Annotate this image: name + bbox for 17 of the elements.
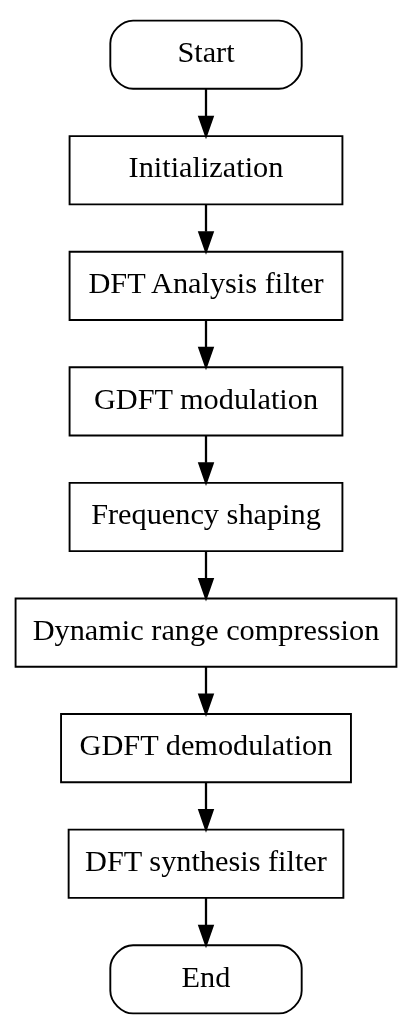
arrow [197,551,215,602]
node-box: DFT synthesis filter [67,828,345,899]
node-box: Frequency shaping [68,481,344,553]
node-box: Start [109,19,303,90]
arrow [197,204,215,255]
node-box: End [109,944,303,1015]
arrow [197,435,215,486]
arrow [197,88,215,140]
arrow [197,666,215,718]
arrow [197,782,215,833]
node-box: Initialization [68,135,344,206]
arrow [197,897,215,949]
node-box: GDFT demodulation [60,713,352,784]
arrow [197,320,215,371]
node-box: DFT Analysis filter [68,250,344,321]
node-box: GDFT modulation [68,366,344,437]
node-box: Dynamic range compression [14,597,398,668]
